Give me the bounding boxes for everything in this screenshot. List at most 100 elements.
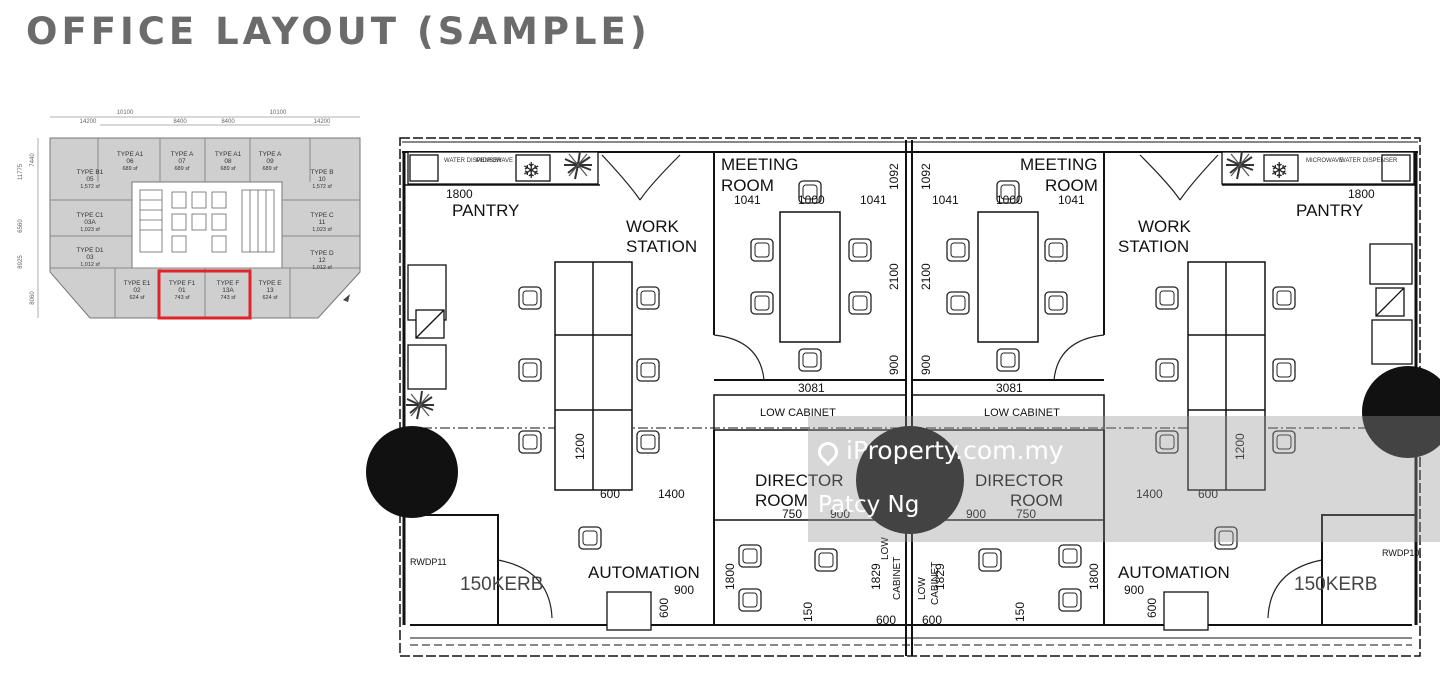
svg-text:1,012 sf: 1,012 sf: [312, 265, 332, 271]
kp-dim-left-4: 8925: [18, 255, 24, 269]
unit-label: TYPE D 12 1,012 sf: [310, 250, 334, 271]
water-dispenser-label-right: WATER DISPENSER: [1340, 158, 1398, 164]
water-dispenser-label: WATER DISPENSER: [444, 158, 502, 164]
watermark-agent: Patcy Ng: [818, 492, 920, 518]
svg-text:1,572 sf: 1,572 sf: [80, 184, 100, 190]
dim-label: 1200: [573, 433, 587, 460]
svg-text:TYPE B1: TYPE B1: [77, 169, 104, 176]
svg-text:689 sf: 689 sf: [263, 166, 278, 172]
svg-text:12: 12: [318, 257, 326, 264]
svg-text:TYPE C: TYPE C: [310, 212, 334, 219]
unit-label: TYPE F 13A 743 sf: [217, 280, 240, 301]
dim-label: 1800: [1348, 187, 1375, 201]
svg-text:TYPE E1: TYPE E1: [124, 280, 151, 287]
svg-text:TYPE D1: TYPE D1: [76, 247, 103, 254]
key-plan-core-details: [139, 189, 275, 253]
svg-text:TYPE F1: TYPE F1: [169, 280, 196, 287]
watermark-site: iProperty.com.my: [846, 436, 1064, 465]
kp-dim-outer-2: 14200: [314, 119, 331, 125]
station-label-right: STATION: [1118, 237, 1189, 256]
kp-dim-outer-1: 14200: [80, 119, 97, 125]
north-arrow-icon: [343, 294, 350, 302]
dim-label: 150: [1013, 602, 1027, 622]
svg-text:06: 06: [126, 158, 134, 165]
svg-text:TYPE C1: TYPE C1: [76, 212, 103, 219]
walls: [399, 137, 1421, 657]
dim-label: 600: [1145, 598, 1159, 618]
low-label: LOW: [880, 537, 891, 560]
dim-label: 1800: [723, 563, 737, 590]
page-title: OFFICE LAYOUT (SAMPLE): [26, 10, 651, 53]
dim-label: 1200: [1233, 433, 1247, 460]
kp-dim-left-5: 8060: [30, 291, 36, 305]
rwdp-right-label: RWDP10: [1382, 548, 1419, 558]
kp-dim-left-1: 7440: [30, 153, 36, 167]
svg-text:TYPE A1: TYPE A1: [117, 151, 144, 158]
dim-label: 900: [919, 355, 933, 375]
svg-text:1,572 sf: 1,572 sf: [312, 184, 332, 190]
low-label-right: LOW: [917, 577, 928, 600]
dim-label: 150: [801, 602, 815, 622]
dim-label: 1041: [932, 193, 959, 207]
doors: [497, 154, 1323, 619]
kp-dim-left-2: 11775: [18, 163, 24, 180]
unit-label: TYPE E1 02 624 sf: [124, 280, 151, 301]
dim-label: 1092: [887, 163, 901, 190]
svg-text:09: 09: [266, 158, 274, 165]
key-plan-core: [131, 181, 283, 269]
svg-text:08: 08: [224, 158, 232, 165]
dim-label: 1800: [446, 187, 473, 201]
column-marker: [366, 366, 1440, 534]
svg-text:13A: 13A: [222, 287, 234, 294]
pantry-counters: [407, 151, 1415, 631]
dim-label: 1829: [933, 563, 947, 590]
kerb-label-right: 150KERB: [1294, 574, 1377, 595]
snowflake-icon: ❄: [1270, 158, 1288, 183]
svg-text:10: 10: [318, 176, 326, 183]
dim-label: 2100: [887, 263, 901, 290]
unit-label: TYPE F1 01 743 sf: [169, 280, 196, 301]
svg-text:02: 02: [133, 287, 141, 294]
dim-label: 750: [1016, 507, 1036, 521]
station-label: STATION: [626, 237, 697, 256]
dim-label: 3081: [996, 381, 1023, 395]
svg-text:1,023 sf: 1,023 sf: [312, 227, 332, 233]
dim-label: 1400: [1136, 487, 1163, 501]
svg-text:743 sf: 743 sf: [221, 295, 236, 301]
svg-text:689 sf: 689 sf: [175, 166, 190, 172]
dim-label: 600: [657, 598, 671, 618]
unit-label: TYPE B1 05 1,572 sf: [77, 169, 104, 190]
dim-label: 3081: [798, 381, 825, 395]
dim-label: 1829: [869, 563, 883, 590]
unit-label: TYPE C 11 1,023 sf: [310, 212, 334, 233]
director-label: DIRECTOR: [755, 471, 843, 490]
dim-label: 600: [876, 613, 896, 627]
dim-label: 600: [922, 613, 942, 627]
unit-label: TYPE A1 06 689 sf: [117, 151, 144, 172]
director-label-right: DIRECTOR: [975, 471, 1063, 490]
snowflake-icon: ❄: [522, 158, 540, 183]
svg-text:TYPE E: TYPE E: [258, 280, 282, 287]
dim-label: 900: [674, 583, 694, 597]
svg-text:624 sf: 624 sf: [263, 295, 278, 301]
unit-label: TYPE D1 03 1,012 sf: [76, 247, 103, 268]
svg-text:743 sf: 743 sf: [175, 295, 190, 301]
meeting-label: MEETING: [721, 155, 798, 174]
dim-label: 750: [782, 507, 802, 521]
unit-label: TYPE E 13 624 sf: [258, 280, 282, 301]
svg-text:689 sf: 689 sf: [221, 166, 236, 172]
svg-text:TYPE B: TYPE B: [310, 169, 333, 176]
room-label: ROOM: [721, 176, 774, 195]
svg-text:11: 11: [319, 219, 326, 226]
dim-label: 600: [600, 487, 620, 501]
rwdp-left-label: RWDP11: [410, 557, 447, 567]
meeting-label-right: MEETING: [1020, 155, 1097, 174]
key-plan-dimension-lines: [37, 116, 360, 318]
svg-text:05: 05: [86, 176, 94, 183]
work-label: WORK: [626, 217, 680, 236]
dim-label: 900: [830, 507, 850, 521]
director-room-label: ROOM: [755, 491, 808, 510]
work-label-right: WORK: [1138, 217, 1192, 236]
